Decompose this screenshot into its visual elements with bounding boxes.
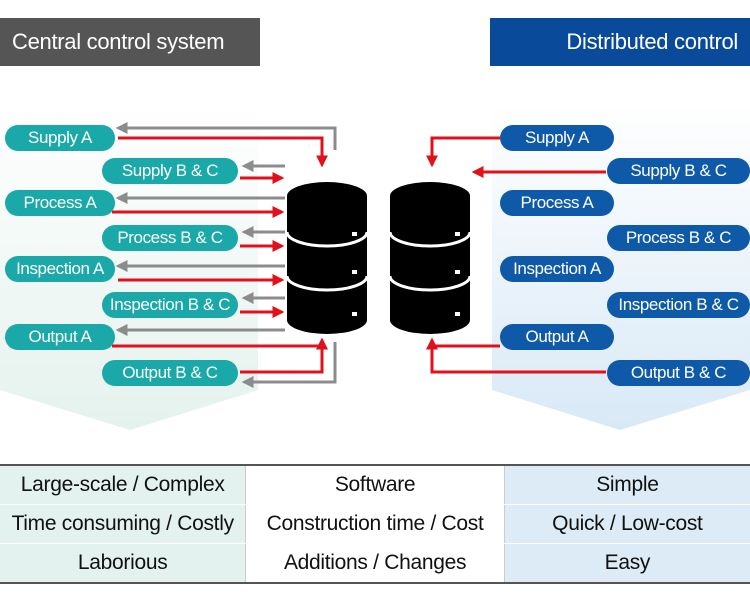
- central-construction-cell: Time consuming / Costly: [0, 504, 246, 544]
- central-database-icon: [285, 182, 369, 334]
- comparison-row-additions: Laborious Additions / Changes Easy: [0, 543, 750, 583]
- distributed-database-icon: [388, 182, 472, 334]
- central-node-inspection-a: Inspection A: [5, 256, 115, 282]
- distributed-additions-cell: Easy: [504, 543, 750, 583]
- central-additions-cell: Laborious: [0, 543, 246, 583]
- distributed-node-process-a: Process A: [500, 190, 614, 216]
- central-node-supply-b-c: Supply B & C: [102, 158, 238, 184]
- distributed-node-output-b-c: Output B & C: [607, 360, 750, 386]
- distributed-node-supply-a: Supply A: [500, 125, 614, 151]
- distributed-system-header: Distributed control system: [490, 18, 750, 102]
- software-aspect-cell: Software: [245, 465, 505, 505]
- distributed-node-inspection-a: Inspection A: [500, 256, 614, 282]
- central-node-output-a: Output A: [5, 324, 115, 350]
- distributed-construction-cell: Quick / Low-cost: [504, 504, 750, 544]
- central-node-output-b-c: Output B & C: [102, 360, 238, 386]
- central-system-header: Central control system: [0, 18, 260, 66]
- distributed-node-output-a: Output A: [500, 324, 614, 350]
- central-node-process-a: Process A: [5, 190, 115, 216]
- distributed-node-process-b-c: Process B & C: [607, 225, 750, 251]
- central-node-supply-a: Supply A: [5, 125, 115, 151]
- additions-aspect-cell: Additions / Changes: [245, 543, 505, 583]
- distributed-node-inspection-b-c: Inspection B & C: [607, 292, 750, 318]
- central-node-process-b-c: Process B & C: [102, 225, 238, 251]
- distributed-software-cell: Simple: [504, 465, 750, 505]
- comparison-row-construction: Time consuming / Costly Construction tim…: [0, 504, 750, 544]
- distributed-connection-arrows: [426, 136, 606, 374]
- central-software-cell: Large-scale / Complex: [0, 465, 246, 505]
- comparison-row-software: Large-scale / Complex Software Simple: [0, 465, 750, 505]
- construction-aspect-cell: Construction time / Cost: [245, 504, 505, 544]
- distributed-node-supply-b-c: Supply B & C: [607, 158, 750, 184]
- comparison-table: Large-scale / Complex Software Simple Ti…: [0, 464, 750, 584]
- central-connection-arrows: [112, 122, 337, 388]
- central-node-inspection-b-c: Inspection B & C: [102, 292, 238, 318]
